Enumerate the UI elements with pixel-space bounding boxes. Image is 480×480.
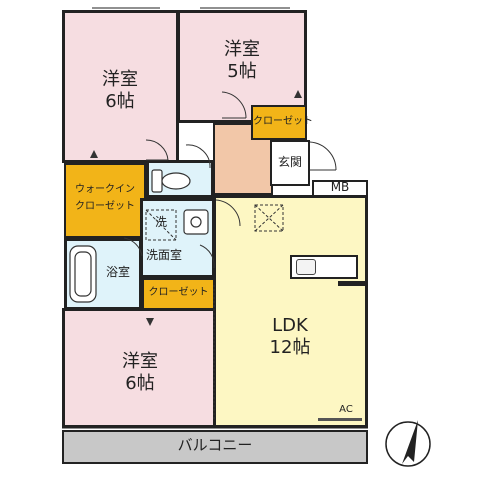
ldk-size: 12帖: [269, 337, 311, 358]
bathroom-label: 浴室: [105, 265, 130, 279]
balcony: [62, 430, 368, 464]
toilet-icon: [151, 169, 191, 193]
western-room-bottom: [62, 308, 218, 428]
ldk-name: LDK: [272, 315, 308, 336]
walk-in-closet: [64, 163, 146, 238]
walk-in-closet-label-2: クローゼット: [75, 201, 135, 212]
western-room-bottom-name: 洋室: [122, 351, 158, 372]
door-triangles: [90, 90, 302, 326]
western-room-bottom-size: 6帖: [125, 373, 155, 394]
closet-middle-label: クローゼット: [148, 287, 209, 298]
washbasin-icon: [183, 209, 209, 235]
closet-top-label: クローゼット: [253, 116, 313, 127]
washer-label: 洗: [154, 215, 167, 229]
closet-top: [251, 105, 307, 140]
washer-icon: [145, 209, 177, 241]
western-room-top-left-name: 洋室: [102, 69, 138, 90]
closet-middle: [142, 278, 215, 310]
western-room-top-left: [62, 10, 179, 163]
entrance-label: 玄関: [277, 155, 302, 169]
north-arrow-icon: [385, 420, 431, 467]
western-room-top-left-size: 6帖: [105, 91, 135, 112]
kitchen-wall: [338, 281, 368, 286]
walk-in-closet-label-1: ウォークイン: [75, 184, 135, 195]
ac-label: AC: [339, 404, 353, 415]
balcony-label: バルコニー: [177, 436, 253, 454]
mb-label: MB: [330, 180, 350, 194]
ldk-room: [213, 195, 368, 428]
ventilation-fan-icon: [254, 204, 284, 232]
door-swings: [123, 91, 337, 269]
bathtub-icon: [69, 245, 97, 303]
ac-unit: [318, 418, 362, 421]
washroom-label: 洗面室: [145, 248, 182, 262]
sink-icon: [296, 259, 316, 275]
entrance: [270, 140, 310, 186]
western-room-top-right-size: 5帖: [227, 61, 257, 82]
western-room-top-right-name: 洋室: [224, 39, 260, 60]
